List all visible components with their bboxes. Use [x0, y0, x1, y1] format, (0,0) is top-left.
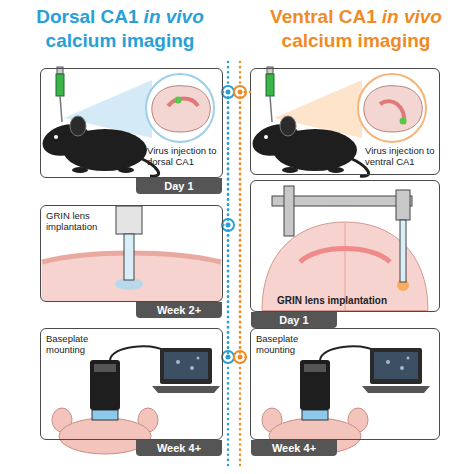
panel-box: Baseplate mountingWeek 4+ — [250, 328, 440, 440]
timepoint-tag: Week 4+ — [251, 440, 337, 456]
stereotax-post — [284, 186, 294, 236]
panel-box: GRIN lens implantationWeek 2+ — [40, 205, 223, 302]
timepoint-tag: Week 2+ — [136, 302, 222, 318]
lens-holder — [116, 206, 142, 234]
timeline-connector — [240, 92, 250, 357]
header-layer: Dorsal CA1in vivocalcium imagingVentral … — [0, 0, 474, 60]
brain-inset — [146, 74, 214, 142]
header-text: in vivo — [144, 6, 204, 27]
lens-holder — [396, 190, 410, 220]
header-text: in vivo — [382, 6, 442, 27]
brain — [364, 86, 422, 132]
column-header: Ventral CA1in vivo — [238, 6, 474, 28]
hippocampus — [300, 249, 390, 263]
timeline-line — [227, 62, 230, 470]
step-label: Baseplate mounting — [46, 333, 112, 355]
timeline-marker — [222, 86, 246, 363]
marker-dot — [238, 90, 243, 95]
step-label: GRIN lens implantation — [46, 210, 112, 232]
grin-lens — [400, 220, 406, 282]
timepoint-tag: Day 1 — [251, 312, 337, 328]
marker-dot — [226, 90, 231, 95]
step-label: Baseplate mounting — [256, 333, 322, 355]
header-text: calcium imaging — [282, 30, 431, 51]
panel-box: Baseplate mountingWeek 4+ — [40, 328, 223, 440]
timeline-connector — [223, 225, 228, 357]
mouse-figure — [39, 67, 159, 176]
marker-dot — [226, 223, 231, 228]
panel-box: Virus injection to dorsal CA1Day 1 — [40, 68, 223, 178]
injection-site — [175, 97, 182, 104]
column-header: calcium imaging — [238, 30, 474, 52]
step-label: Virus injection to dorsal CA1 — [147, 145, 221, 167]
brain — [152, 86, 210, 132]
step-label: GRIN lens implantation — [271, 295, 393, 307]
hippocampus — [168, 99, 198, 107]
injection-site — [400, 118, 407, 125]
timeline-line — [239, 62, 242, 470]
grin-lens — [124, 234, 134, 280]
header-text: calcium imaging — [46, 30, 195, 51]
marker-dot — [226, 355, 231, 360]
step-label: Virus injection to ventral CA1 — [365, 145, 439, 167]
timepoint-tag: Week 4+ — [136, 440, 222, 456]
column-header: Dorsal CA1 in vivo — [4, 6, 236, 28]
brain-inset — [358, 74, 426, 142]
marker-ring — [234, 351, 246, 363]
marker-ring — [222, 86, 234, 98]
header-text: Dorsal CA1 — [36, 6, 138, 27]
imaging-rig — [262, 346, 430, 454]
marker-ring — [222, 219, 234, 231]
mouse-figure — [249, 67, 369, 176]
timepoint-tag: Day 1 — [136, 178, 222, 194]
imaging-rig — [52, 346, 220, 454]
marker-ring — [234, 86, 246, 98]
header-text: Ventral CA1 — [270, 6, 377, 27]
marker-ring — [222, 351, 234, 363]
marker-dot — [238, 355, 243, 360]
timeline-connector — [223, 92, 228, 225]
panel-box: GRIN lens implantationDay 1 — [250, 180, 440, 312]
column-header: calcium imaging — [4, 30, 236, 52]
panel-box: Virus injection to ventral CA1 — [250, 68, 440, 175]
